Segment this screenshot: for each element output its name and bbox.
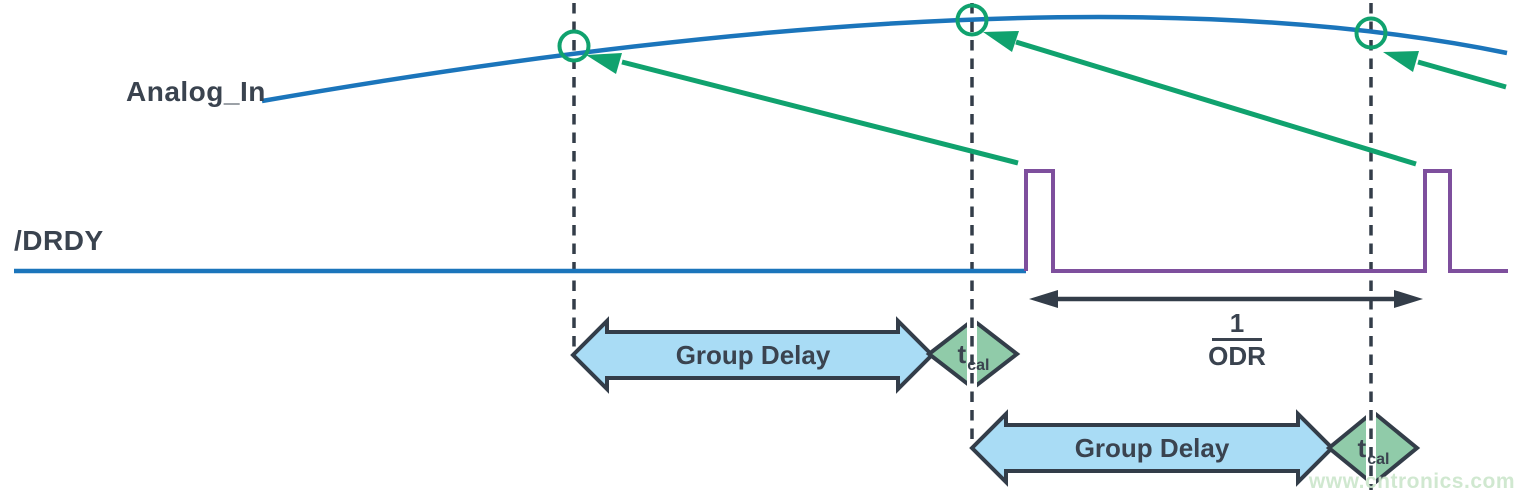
tcal-label-first: tcal [933,339,1013,374]
sample-arrow-line-second [1015,39,1417,167]
odr-fraction-denominator: ODR [1208,341,1266,371]
tcal-sub-second: cal [1367,451,1390,468]
tcal-base-second: t [1357,433,1367,463]
drdy-label: /DRDY [14,225,104,256]
sample-arrow-line-first [621,59,1019,166]
sample-circle-third [1354,16,1388,50]
odr-span-arrowhead-right [1394,290,1423,308]
analog-in-label: Analog_In [126,76,266,107]
sample-arrow-line-third [1417,59,1507,90]
drdy-pulse-trace [1024,169,1508,273]
odr-fraction-numerator: 1 [1212,310,1262,341]
sample-arrowhead-second [983,31,1019,52]
sample-arrowhead-third [1383,51,1419,72]
group-delay-label-first: Group Delay [675,340,831,370]
sample-circle-second [955,3,989,37]
tcal-sub-first: cal [967,357,990,374]
tcal-label-second: tcal [1333,433,1413,468]
analog-in-curve [261,14,1508,104]
sample-arrowhead-first [586,53,622,74]
tcal-base-first: t [957,339,967,369]
sample-circle-first [557,29,591,63]
group-delay-label-second: Group Delay [1074,433,1230,463]
watermark: www.cntronics.com [1308,470,1515,493]
odr-span-arrowhead-left [1029,290,1058,308]
odr-fraction-label: 1 ODR [1200,310,1274,371]
